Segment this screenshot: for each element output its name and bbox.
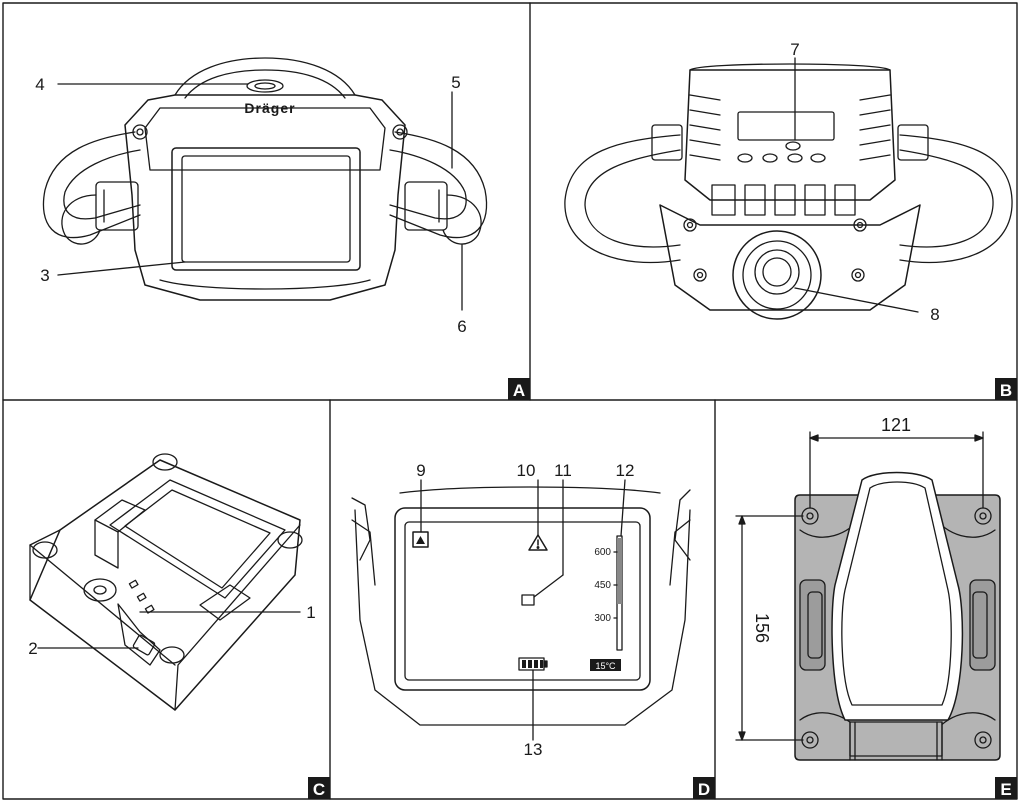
panel-tag-a — [508, 378, 530, 400]
panel-e-mounting-bracket — [735, 431, 1001, 761]
display-bezel — [394, 507, 651, 691]
scale-value-450: 450 — [594, 580, 611, 591]
panel-c-charging-cradle — [29, 453, 303, 711]
callout-13: 13 — [524, 740, 543, 759]
panel-d-display — [351, 479, 691, 741]
panel-tag-e — [995, 777, 1017, 799]
callout-9: 9 — [416, 461, 425, 480]
temperature-readout: 15°C — [595, 661, 616, 671]
callout-labels: 4 5 3 6 7 8 1 2 9 10 11 12 13 — [28, 40, 939, 759]
panel-tag-b — [995, 378, 1017, 400]
brand-label: Dräger — [244, 100, 295, 116]
dimension-height: 156 — [752, 613, 772, 643]
bracket-shroud — [831, 471, 964, 721]
panel-letter-e: E — [1000, 780, 1011, 799]
panel-tag-d — [693, 777, 715, 799]
panel-b-rear-view — [564, 57, 1013, 320]
dimension-texts: 121 156 — [752, 415, 911, 643]
callout-8: 8 — [930, 305, 939, 324]
crosshair-box — [521, 594, 535, 606]
panel-letter-b: B — [1000, 381, 1012, 400]
callout-3: 3 — [40, 266, 49, 285]
callout-4: 4 — [35, 75, 44, 94]
dimension-width: 121 — [881, 415, 911, 435]
callout-10: 10 — [517, 461, 536, 480]
temperature-readout-box — [590, 659, 621, 671]
panel-letter-d: D — [698, 780, 710, 799]
scale-value-600: 600 — [594, 547, 611, 558]
display-screen — [404, 521, 641, 681]
display-texts: 600 450 300 15°C — [594, 547, 616, 671]
callout-11: 11 — [554, 461, 572, 480]
panel-a-front-view: Dräger — [42, 57, 488, 311]
callout-6: 6 — [457, 317, 466, 336]
callout-5: 5 — [451, 73, 460, 92]
callout-2: 2 — [28, 639, 37, 658]
panel-tags: A B C D E — [308, 378, 1017, 799]
battery-icon — [518, 657, 548, 671]
panel-letter-a: A — [513, 381, 525, 400]
scale-value-300: 300 — [594, 613, 611, 624]
callout-12: 12 — [616, 461, 635, 480]
warning-icon — [528, 534, 548, 551]
panel-letter-c: C — [313, 780, 325, 799]
callout-1: 1 — [306, 603, 315, 622]
callout-7: 7 — [790, 40, 799, 59]
panel-tag-c — [308, 777, 330, 799]
